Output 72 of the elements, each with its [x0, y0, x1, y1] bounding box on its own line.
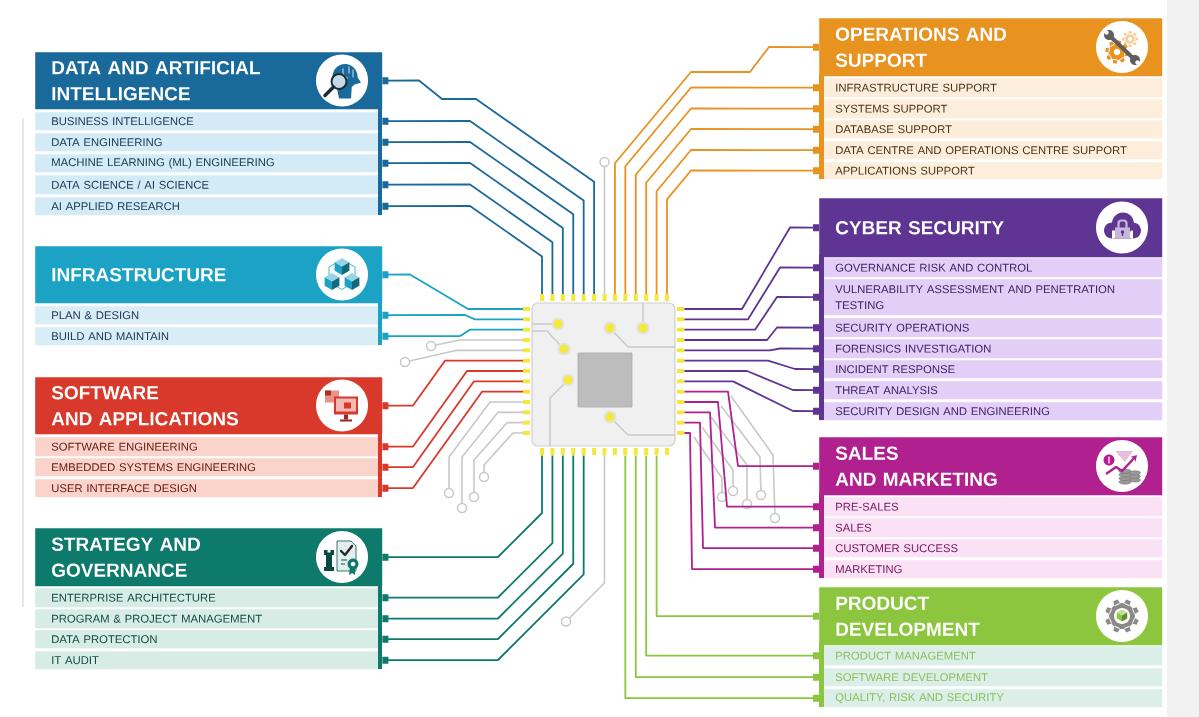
- list-item: SALES: [819, 514, 1163, 538]
- circuit-line: [382, 159, 564, 295]
- list-item: DATA PROTECTION: [35, 626, 383, 649]
- list-item: ENTERPRISE ARCHITECTURE: [35, 584, 383, 608]
- circuit-line: [382, 311, 524, 321]
- circuit-line: [382, 380, 524, 471]
- circuit-line: [382, 454, 554, 602]
- circuit-line: [382, 370, 524, 451]
- list-item: DATA ENGINEERING: [35, 129, 383, 152]
- chip: [523, 294, 684, 455]
- circuit-line: [382, 138, 575, 295]
- list-item: BUSINESS INTELLIGENCE: [35, 108, 383, 131]
- node-label: FORENSICS INVESTIGATION: [836, 344, 991, 353]
- list-item: VULNERABILITY ASSESSMENT AND PENETRATION TESTING: [819, 275, 1163, 316]
- list-item: USER INTERFACE DESIGN: [35, 475, 383, 498]
- circuit-line: [683, 411, 819, 532]
- circuit-line: [683, 390, 819, 470]
- circuit-line: [382, 328, 524, 340]
- circuit-line: [382, 390, 524, 492]
- circuit-line: [666, 167, 819, 295]
- circuit-line: [382, 117, 585, 295]
- list-item: PRE-SALES: [819, 493, 1163, 517]
- list-item: DATABASE SUPPORT: [819, 116, 1163, 139]
- circuit-line: [382, 454, 564, 623]
- list-item: DATA SCIENCE / AI SCIENCE: [35, 171, 383, 195]
- list-item: IT AUDIT: [35, 647, 383, 670]
- list-item: SECURITY DESIGN AND ENGINEERING: [819, 398, 1163, 421]
- node-label: PRE-SALES: [836, 502, 899, 511]
- list-item: MARKETING: [819, 556, 1163, 579]
- list-item: FORENSICS INVESTIGATION: [819, 335, 1163, 359]
- node-label: INFRASTRUCTURE SUPPORT: [836, 83, 997, 92]
- circuit-line: [683, 401, 819, 511]
- circuit-line: [683, 359, 820, 373]
- node-label: SOFTWARE ENGINEERING: [51, 442, 197, 451]
- node-label: GOVERNANCE RISK AND CONTROL: [835, 263, 1032, 272]
- list-item: SOFTWARE ENGINEERING: [35, 433, 383, 457]
- circuit-line: [655, 146, 819, 295]
- node-label: SECURITY OPERATIONS: [835, 323, 969, 332]
- node-label: ENTERPRISE ARCHITECTURE: [52, 593, 216, 602]
- list-item: PLAN & DESIGN: [35, 302, 383, 325]
- list-item: INCIDENT RESPONSE: [819, 356, 1163, 379]
- circuit-line: [382, 359, 524, 410]
- list-item: DATA CENTRE AND OPERATIONS CENTRE SUPPORT: [819, 137, 1163, 160]
- circuit-line: [683, 432, 819, 573]
- node-label: PROGRAM & PROJECT MANAGEMENT: [52, 614, 262, 623]
- list-item: SYSTEMS SUPPORT: [819, 95, 1163, 119]
- list-item: AI APPLIED RESEARCH: [35, 193, 383, 216]
- list-item: SECURITY OPERATIONS: [819, 314, 1163, 338]
- node-label: SALES: [835, 523, 872, 532]
- circuit-line: [655, 454, 819, 620]
- circuit-line: [683, 421, 819, 552]
- list-item: PRODUCT MANAGEMENT: [819, 642, 1163, 666]
- list-item: APPLICATIONS SUPPORT: [819, 158, 1163, 180]
- list-item: EMBEDDED SYSTEMS ENGINEERING: [35, 454, 383, 477]
- list-item: SOFTWARE DEVELOPMENT: [819, 664, 1163, 687]
- circuit-line: [382, 202, 543, 295]
- list-item: CUSTOMER SUCCESS: [819, 535, 1163, 558]
- circuit-line: [645, 125, 819, 295]
- list-item: QUALITY, RISK AND SECURITY: [819, 685, 1163, 708]
- list-item: GOVERNANCE RISK AND CONTROL: [819, 254, 1163, 278]
- list-item: THREAT ANALYSIS: [819, 377, 1163, 400]
- circuit-line: [382, 77, 595, 295]
- list-item: MACHINE LEARNING (ML) ENGINEERING: [35, 150, 383, 173]
- circuit-line: [382, 181, 554, 295]
- list-item: INFRASTRUCTURE SUPPORT: [819, 74, 1163, 98]
- circuit-line: [382, 454, 543, 561]
- circuit-line: [683, 380, 820, 415]
- node-label: SYSTEMS SUPPORT: [835, 104, 948, 113]
- list-item: BUILD AND MAINTAIN: [35, 323, 383, 346]
- list-item: PROGRAM & PROJECT MANAGEMENT: [35, 605, 383, 629]
- circuit-line: [382, 271, 524, 310]
- circuit-line: [683, 370, 820, 394]
